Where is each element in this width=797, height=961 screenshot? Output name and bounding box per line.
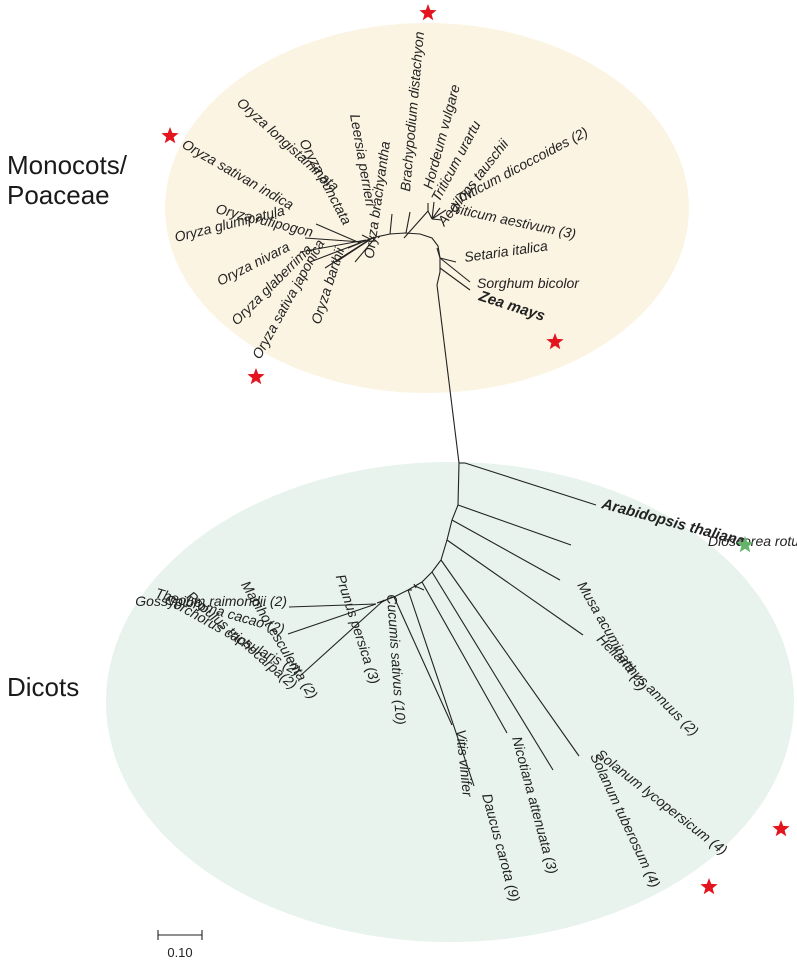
branch-zea-mays — [439, 267, 471, 291]
taxon-label-vitis-vinifer: Vitis vinifer — [453, 729, 476, 799]
panicoid-node — [436, 247, 441, 259]
branch-oryza-sativa-japonica — [335, 236, 375, 263]
branch-sorghum-bicolor — [439, 257, 471, 283]
taxon-label-dioscorea-rotundata: Dioscorea rotundata (2) — [708, 533, 797, 549]
branch-gossypium-raimondii — [288, 603, 377, 608]
monocots-label-line2: Poaceae — [7, 180, 110, 210]
branch-solanum-tuberosum — [431, 571, 554, 771]
taxon-label-gossypium-raimondii: Gossypium raimondii (2) — [135, 593, 287, 609]
taxon-label-sorghum-bicolor: Sorghum bicolor — [477, 275, 580, 291]
star-icon-brachypodium-distachyon — [419, 4, 437, 21]
branch-manihot-esculenta — [413, 583, 417, 589]
monocots-label-line1: Monocots/ — [7, 150, 127, 180]
branch-oryza-rufipogon — [304, 237, 363, 243]
branch-oryza-barthii — [354, 236, 377, 263]
branch-arabidopsis-thaliana — [464, 462, 597, 506]
star-icon-solanum-lycopersicum — [772, 820, 790, 837]
branch-triticum-aestivum — [431, 218, 443, 221]
monocots-group-label: Monocots/ Poaceae — [7, 150, 127, 210]
branch-nicotiana-attenuata — [421, 581, 508, 734]
star-icon-solanum-tuberosum — [700, 878, 718, 895]
branch-musa-acuminata — [451, 519, 561, 581]
selection-stars — [161, 4, 790, 895]
branch-daucus-carota — [407, 589, 475, 787]
branch-prunus-persica — [414, 585, 425, 591]
star-icon-oryza-sativa-indica — [161, 127, 179, 144]
branch-leersia-perrieri — [377, 235, 381, 239]
monocot-clade-ellipse — [165, 23, 689, 393]
branch-theobroma-cacao — [287, 603, 377, 635]
branch-triticum-urartu — [431, 201, 435, 220]
dicot-clade-ellipse — [106, 462, 794, 942]
branch-oryza-punctata — [361, 234, 371, 240]
branch-solanum-lycopersicum — [440, 559, 580, 757]
branch-brachypodium-distachyon — [405, 211, 411, 234]
star-icon-arabidopsis-thaliana — [736, 536, 754, 553]
branch-aegilops-tauschii — [431, 207, 441, 220]
dicot-stem — [457, 462, 460, 506]
star-icon-oryza-sativa-japonica — [247, 368, 265, 385]
branch-triticum-dicoccoides — [431, 209, 447, 220]
tree-branches — [287, 201, 597, 787]
branch-oryza-glumipatula — [299, 239, 367, 253]
branch-corchorus-capsularis — [299, 599, 385, 677]
branch-oryza-nivara — [309, 238, 371, 263]
star-icon-zea-mays — [546, 333, 564, 350]
branch-setaria-italica — [439, 257, 457, 263]
branch-helianthus-annuus — [446, 539, 584, 636]
branch-dioscorea-rotundata — [457, 504, 572, 546]
branch-vitis-vinifer — [393, 596, 453, 726]
scale-bar-label: 0.10 — [167, 945, 192, 960]
branch-oryza-brachyantha — [389, 213, 393, 235]
central-branch — [436, 284, 460, 464]
scale-bar: 0.10 — [157, 930, 203, 960]
dicots-group-label: Dicots — [7, 672, 80, 702]
branch-oryza-sativa-indica — [315, 223, 361, 244]
